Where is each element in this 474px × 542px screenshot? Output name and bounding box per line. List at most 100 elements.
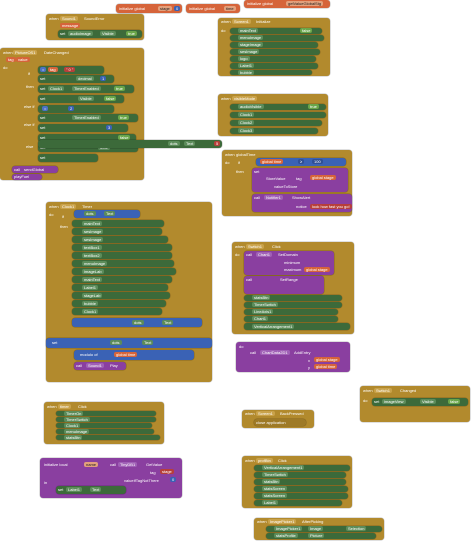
picture-component[interactable]: PictureOS1 <box>13 50 38 55</box>
profile-row-3-name[interactable]: statsBtn <box>262 479 281 484</box>
picture-n2[interactable]: 2 <box>68 106 75 111</box>
global-time-get[interactable]: global time <box>260 159 284 164</box>
clock-call-sound[interactable]: call Sound1 Play <box>74 362 126 370</box>
switch-chart-chart[interactable]: Chart1 <box>256 252 273 257</box>
init-row-2[interactable]: menuImage <box>230 35 324 41</box>
clock-row-6[interactable]: menuImage <box>72 260 174 267</box>
clock-modulo-row[interactable]: modulo of global time <box>74 350 194 360</box>
clock-row-5-name[interactable]: textBox2 <box>82 253 102 258</box>
timer-click-row-1-name[interactable]: TimerOn <box>64 411 84 416</box>
clock-row-11[interactable]: bubble <box>72 300 166 307</box>
profile-row-5[interactable]: statsScreen <box>254 493 348 499</box>
timer-click-event[interactable]: when timer Click TimerOn TimerSwitch Clo… <box>44 402 164 444</box>
clock-row-9[interactable]: Label1 <box>72 284 168 291</box>
global-time-gstage[interactable]: global stage <box>310 175 336 180</box>
timer-click-row-3[interactable]: Clock1 <box>56 423 152 428</box>
switch-chart-set-range[interactable]: call SetRange <box>244 276 324 294</box>
switch-chart-set-domain[interactable]: call Chart1 SetDomain minimum maximum gl… <box>244 251 334 275</box>
profile-row-5-name[interactable]: statsScreen <box>262 493 288 498</box>
picture-row-8[interactable]: set false <box>38 134 136 142</box>
switch-chart-row-1-name[interactable]: statsBtn <box>252 295 271 300</box>
picture-row-10[interactable]: set <box>38 154 98 162</box>
picture-row-5[interactable]: = 2 <box>38 105 114 113</box>
switch-chart-row-2-name[interactable]: TimerSwitch <box>252 302 278 307</box>
picture-row-6[interactable]: set TimerEnabled true <box>38 114 138 122</box>
visible-mode-row-1-name[interactable]: audioVisible <box>238 104 264 109</box>
clock-math-row[interactable]: dots Text <box>72 318 202 327</box>
clock-row-11-name[interactable]: bubble <box>82 301 99 306</box>
timer-click-row-2[interactable]: TimerSwitch <box>56 417 156 422</box>
init-row-3-name[interactable]: stageImage <box>238 42 263 47</box>
init-row-1[interactable]: mainText false <box>230 28 322 34</box>
clock-math-dots-2[interactable]: dots <box>110 340 122 345</box>
chart-add-gstage[interactable]: global stage <box>314 357 340 362</box>
picture-decimal-2[interactable]: decimal <box>76 76 94 81</box>
picture-row-1[interactable]: = tag " 0 " <box>38 66 104 74</box>
clock-row-9-name[interactable]: Label1 <box>82 285 99 290</box>
picture-true-3[interactable]: true <box>114 86 125 91</box>
visible-mode-row-1-val[interactable]: true <box>308 104 319 109</box>
global-time-msg[interactable]: look how fast you go! <box>310 204 352 209</box>
back-pressed-comp[interactable]: Screen1 <box>256 411 275 416</box>
clock-row-5[interactable]: textBox2 <box>72 252 172 259</box>
picture-s0-1[interactable]: " 0 " <box>64 67 76 72</box>
profile-comp[interactable]: profBtn <box>256 458 273 463</box>
timer-click-row-3-name[interactable]: Clock1 <box>64 423 81 428</box>
image-picker-r2p[interactable]: Picture <box>308 533 325 538</box>
picture-false-4[interactable]: false <box>104 96 117 101</box>
picture-long-dots[interactable]: dots <box>168 141 180 146</box>
clock-row-6-name[interactable]: menuImage <box>82 261 108 266</box>
clock-row-4[interactable]: textBox1 <box>72 244 172 251</box>
picture-n1[interactable]: 1 <box>100 76 107 81</box>
switch-chart-row-3[interactable]: LineAxis1 <box>244 309 338 315</box>
clock-row-1[interactable]: mainText <box>72 220 164 227</box>
global-stage-block[interactable]: initialize global stage 0 <box>116 4 182 13</box>
clock-cond-dots[interactable]: dots <box>84 211 96 216</box>
clock-row-8-name[interactable]: mainText <box>82 277 103 282</box>
profile-row-6[interactable]: Label1 <box>254 500 342 506</box>
timer-click-row-5[interactable]: statsBtn <box>56 435 160 440</box>
init-event[interactable]: when Screen1 Initialize do mainText fals… <box>218 18 330 76</box>
timer-click-row-1[interactable]: TimerOn <box>56 411 156 416</box>
init-row-1-name[interactable]: mainText <box>238 28 259 33</box>
local-target[interactable]: Label1 <box>66 487 83 492</box>
image-picker-r2[interactable]: statsProfile <box>274 533 298 538</box>
sound-error-component[interactable]: Sound1 <box>60 16 78 21</box>
clock-comp[interactable]: Clock1 <box>60 204 77 209</box>
global-time-store[interactable]: set StoreValue tag global stage valueToS… <box>252 168 348 192</box>
clock-timer-event[interactable]: when Clock1 Timer do if then dots Text m… <box>46 202 212 382</box>
chart-add-gtime[interactable]: global time <box>314 364 338 369</box>
profile-row-1-name[interactable]: VerticalArrangement1 <box>262 465 305 470</box>
profile-row-1[interactable]: VerticalArrangement1 <box>254 465 350 471</box>
picture-timer-6[interactable]: TimerEnabled <box>72 115 101 120</box>
global-stage-value[interactable]: 0 <box>174 6 181 11</box>
switch-chart-gstage[interactable]: global stage <box>304 267 330 272</box>
picture-true-6[interactable]: true <box>118 115 129 120</box>
picture-row-3[interactable]: set Clock1 TimerEnabled true <box>38 85 134 93</box>
timer-click-row-4[interactable]: menuImage <box>56 429 154 434</box>
picture-eq-1[interactable]: = <box>40 67 47 72</box>
visible-mode-row-2-name[interactable]: Clock1 <box>238 112 255 117</box>
switch-chart-row-5[interactable]: VerticalArrangement1 <box>244 323 350 330</box>
profile-row-4[interactable]: statsScreen <box>254 486 348 492</box>
init-row-4-name[interactable]: sesImage <box>238 49 260 54</box>
switch-changed-value[interactable]: false <box>448 399 461 404</box>
switch-changed-comp[interactable]: Switch1 <box>374 388 393 393</box>
clock-row-7-name[interactable]: imageLab <box>82 269 104 274</box>
init-row-2-name[interactable]: menuImage <box>238 35 264 40</box>
init-row-5[interactable]: logo <box>230 56 316 62</box>
profile-click-event[interactable]: when profBtn Click VerticalArrangement1 … <box>242 456 352 508</box>
chart-add-entry[interactable]: do call ChartData2D1 AddEntry x global s… <box>236 342 350 372</box>
profile-row-2[interactable]: TimerSwitch <box>254 472 346 478</box>
clock-row-3-name[interactable]: sesImage <box>82 237 104 242</box>
switch-changed-prop[interactable]: Visible <box>420 399 436 404</box>
picture-long-text[interactable]: Text <box>184 141 196 146</box>
picture-eq-5[interactable]: = <box>42 106 49 111</box>
local-set-block[interactable]: set Label1 Text <box>56 486 126 494</box>
picture-call-send[interactable]: call sendGlobal <box>12 166 58 173</box>
sound-error-param[interactable]: message <box>60 23 81 28</box>
image-picker-row-2[interactable]: statsProfile Picture <box>266 533 376 539</box>
image-picker-event[interactable]: when ImagePicker1 AfterPicking ImagePick… <box>254 518 384 540</box>
global-time-gt[interactable]: ≥ <box>298 159 305 164</box>
clock-math-text[interactable]: Text <box>162 320 174 325</box>
